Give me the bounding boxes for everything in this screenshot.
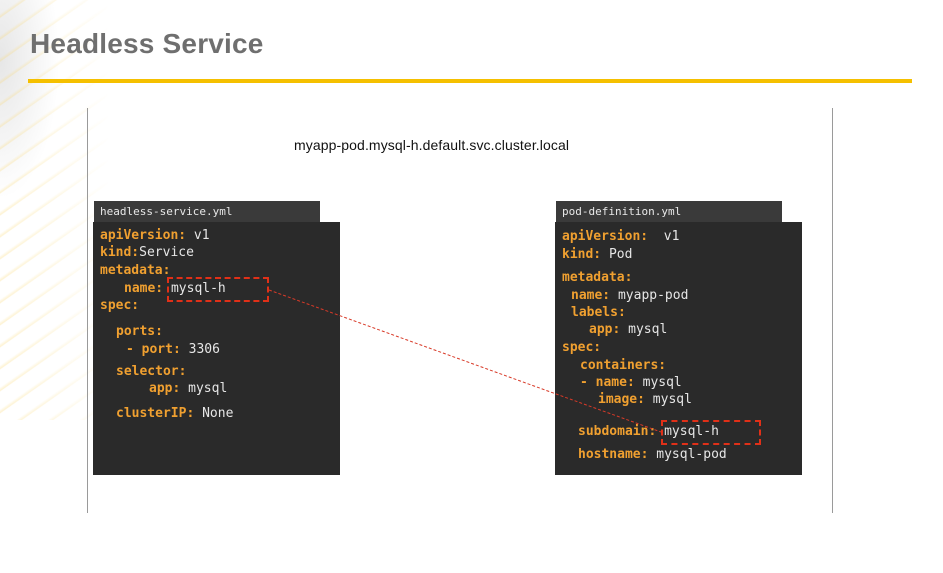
yaml-key: app: (589, 322, 621, 337)
yaml-key: name: (124, 281, 164, 296)
yaml-key: containers: (580, 358, 667, 373)
yaml-value: Pod (608, 247, 633, 262)
yaml-key: clusterIP: (116, 406, 195, 421)
service-name-value: mysql-h (170, 281, 226, 296)
yaml-value: mysql (652, 392, 692, 407)
yaml-key: apiVersion: (562, 229, 649, 244)
yaml-key: selector: (116, 364, 187, 379)
yaml-value: mysql-pod (656, 447, 727, 462)
headless-service-code-panel: apiVersion: v1 kind:Service metadata: na… (93, 222, 340, 475)
subdomain-highlight-box (661, 420, 761, 445)
yaml-key: metadata: (562, 270, 633, 285)
yaml-key: app: (149, 381, 181, 396)
stripe-decoration (0, 0, 110, 420)
service-name-highlight-box (167, 277, 269, 302)
yaml-key: - name: (580, 375, 635, 390)
yaml-key: apiVersion: (100, 228, 187, 243)
yaml-value: mysql (188, 381, 228, 396)
yaml-value: None (202, 406, 234, 421)
yaml-value: myapp-pod (617, 288, 689, 303)
yaml-value: mysql (642, 375, 682, 390)
yaml-value: v1 (193, 228, 210, 243)
yaml-key: spec: (562, 340, 602, 355)
yaml-value: Service (139, 245, 194, 260)
dns-name-text: myapp-pod.mysql-h.default.svc.cluster.lo… (294, 137, 570, 153)
title-underline (28, 79, 912, 83)
corner-shade-decoration (0, 0, 60, 200)
slide-title: Headless Service (30, 28, 264, 59)
yaml-value: 3306 (188, 342, 220, 357)
yaml-value: v1 (663, 229, 680, 244)
yaml-key: image: (598, 392, 645, 407)
yaml-value: mysql (628, 322, 668, 337)
yaml-key: metadata: (100, 263, 171, 278)
headless-service-tab: headless-service.yml (94, 201, 320, 223)
subdomain-value: mysql-h (664, 424, 719, 439)
yaml-key: ports: (116, 324, 163, 339)
yaml-key: spec: (100, 298, 140, 313)
left-divider (87, 108, 88, 513)
yaml-key: kind: (100, 245, 140, 260)
yaml-key: - port: (126, 342, 181, 357)
right-divider (832, 108, 833, 513)
yaml-key: labels: (571, 305, 626, 320)
yaml-key: kind: (562, 247, 602, 262)
yaml-key: subdomain: (578, 424, 657, 439)
yaml-key: name: (571, 288, 611, 303)
pod-definition-tab: pod-definition.yml (556, 201, 782, 223)
yaml-key: hostname: (578, 447, 649, 462)
